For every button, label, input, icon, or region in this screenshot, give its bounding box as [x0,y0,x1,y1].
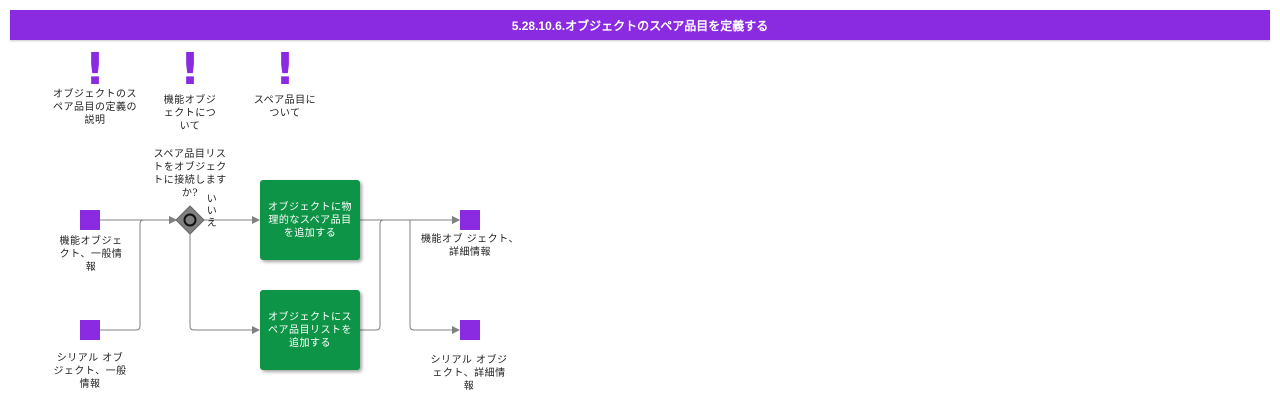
note-label: オブジェクトのスペア品目の定義の説明 [53,89,137,126]
output-label: シリアル オブジェクト、詳細情報 [430,355,508,392]
output-data-object[interactable] [460,210,480,230]
input-label: 機能オブジェクト、一般情報 [59,236,123,273]
output-data-object[interactable] [460,320,480,340]
task-add-physical-spare[interactable]: オブジェクトに物理的なスペア品目を追加する [260,180,360,260]
gateway-diamond [175,205,205,235]
input-label: シリアル オブジェクト、一般情報 [53,353,127,390]
note-label: スペア品目について [253,95,317,119]
note-exclamation-icon[interactable]: ! [84,44,106,95]
gateway-no-label: いいえ [206,194,218,229]
input-data-object[interactable] [80,320,100,340]
connector-line [409,220,460,334]
connector-line [189,234,260,334]
note-exclamation-icon[interactable]: ! [274,44,296,95]
gateway-inclusive-icon [183,213,197,227]
note-exclamation-icon[interactable]: ! [179,44,201,95]
output-label: 機能オブ ジェクト、詳細情報 [421,234,519,258]
connector-line [100,216,177,331]
input-data-object[interactable] [80,210,100,230]
task-add-spare-list[interactable]: オブジェクトにスペア品目リストを追加する [260,290,360,370]
gateway-question: スペア品目リストをオブジェクトに接続しますか? [153,149,227,199]
diagram-title: 5.28.10.6.オブジェクトのスペア品目を定義する [10,10,1270,40]
note-label: 機能オブジェクトについて [163,95,217,132]
connector-line [360,216,460,331]
